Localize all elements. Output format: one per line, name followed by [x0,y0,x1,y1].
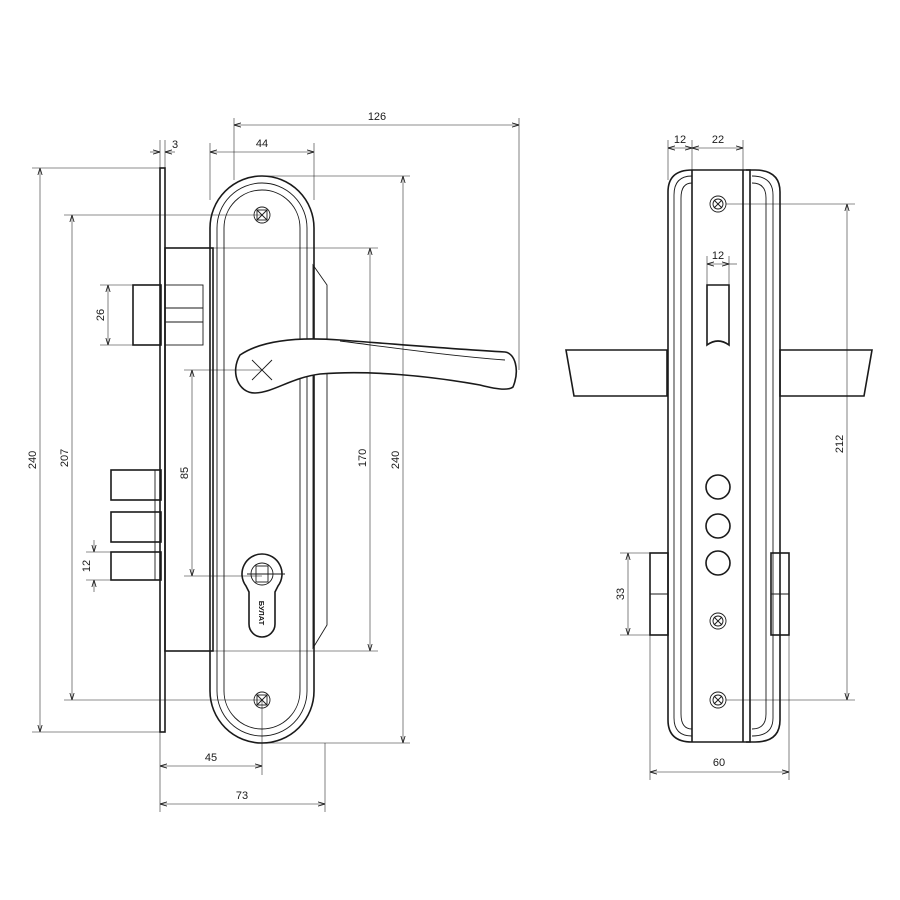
front-dimensions: 3 44 126 240 207 26 [27,111,520,812]
dim-screw-spacing-left: 207 [59,449,71,467]
side-screw-top [709,195,727,213]
dim-center-distance: 85 [179,467,191,479]
dim-plate-thickness: 3 [172,139,178,151]
dim-inner-height: 170 [357,449,369,467]
spindle-slot [706,284,730,347]
lever-handle [234,338,517,394]
cylinder-brand-label: БУЛАТ [257,601,266,626]
cylinder-hole: БУЛАТ [241,553,285,638]
side-handle [565,349,873,397]
dim-side-total-width: 60 [713,757,725,769]
front-view: БУЛАТ 3 44 126 [27,111,520,812]
dim-case-depth: 73 [236,790,248,802]
side-holes [705,474,731,576]
dim-handle-length: 126 [368,111,386,123]
dim-side-plate-thickness: 12 [674,134,686,146]
dim-total-height-left: 240 [27,451,39,469]
dim-latch-height: 26 [95,309,107,321]
dim-side-bolt-height: 33 [615,588,627,600]
dim-bolt-height: 12 [81,560,93,572]
side-screw-middle [709,612,727,630]
dim-backset: 45 [205,752,217,764]
side-plates [667,169,781,743]
dim-side-screw-spacing: 212 [834,435,846,453]
side-dimensions: 12 22 12 212 33 60 [615,134,855,780]
dim-plate-height: 240 [390,451,402,469]
escutcheon-plate [209,175,328,744]
side-screw-bottom [709,691,727,709]
side-view: 12 22 12 212 33 60 [565,134,873,780]
dim-side-slot-width: 12 [712,250,724,262]
dim-side-body-width: 22 [712,134,724,146]
mortise-lock-body [110,167,214,733]
dim-plate-width: 44 [256,138,268,150]
